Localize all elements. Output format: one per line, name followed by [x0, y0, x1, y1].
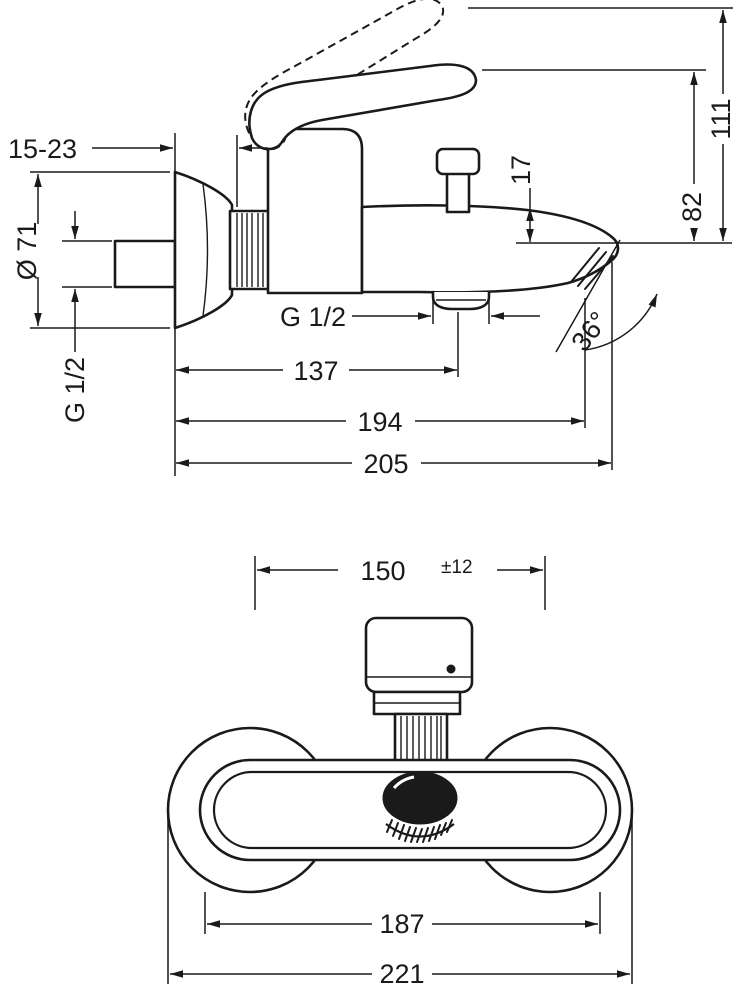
dim-label-outlet-height: 82 — [677, 192, 707, 222]
dim-outlet-height: 82 — [482, 69, 707, 241]
spout — [360, 204, 620, 294]
cartridge-neck — [393, 712, 449, 764]
dim-connection-centres: 150 ±12 — [254, 556, 546, 610]
dim-label-total-reach: 205 — [363, 449, 408, 479]
dim-outlet-reach: 137 — [176, 312, 459, 386]
dim-inlet-thread: G 1/2 — [60, 211, 112, 423]
threaded-nipple — [228, 209, 272, 291]
handle-dot — [446, 664, 456, 674]
dim-label-spout-reach: 194 — [357, 407, 402, 437]
dim-label-wall-distance: 15-23 — [8, 134, 77, 164]
handle-block — [364, 616, 474, 694]
escutcheon — [173, 170, 234, 330]
dim-label-connection-tolerance: ±12 — [441, 557, 473, 578]
dim-spout-reach: 194 — [176, 298, 586, 437]
dim-label-connection-centres: 150 — [360, 556, 405, 586]
diverter-stem — [445, 170, 471, 214]
dim-label-outlet-drop: 17 — [506, 155, 536, 185]
diverter-knob — [435, 147, 481, 176]
escutcheon-profile-line — [202, 183, 209, 317]
dim-label-fixing-centres: 187 — [379, 909, 424, 939]
body-inner — [212, 770, 608, 850]
dim-escutcheon-diameter: Ø 71 — [12, 171, 170, 329]
side-view: 15-23 Ø 71 G 1/2 G 1/2 — [8, 0, 735, 479]
supply-pipe — [113, 239, 177, 289]
dim-label-escutcheon-diameter: Ø 71 — [12, 222, 42, 281]
thread-lines — [236, 213, 264, 287]
dim-wall-distance: 15-23 — [8, 134, 268, 207]
dim-label-outlet-reach: 137 — [293, 356, 338, 386]
neck-knurl-lines — [400, 716, 442, 760]
front-view: 150 ±12 187 221 — [166, 556, 634, 989]
handle — [248, 63, 478, 151]
dim-outlet-thread: G 1/2 — [280, 299, 540, 332]
outlet-hatch — [386, 819, 453, 843]
dim-total-reach: 205 — [176, 262, 613, 479]
dim-label-outlet-thread: G 1/2 — [280, 302, 346, 332]
faucet-body — [266, 127, 364, 295]
spout-outlet — [382, 771, 458, 825]
dim-fixing-centres: 187 — [204, 892, 601, 939]
dim-total-width: 221 — [167, 815, 633, 989]
dim-label-total-height: 111 — [706, 98, 735, 139]
dim-outlet-drop: 17 — [506, 155, 732, 244]
outlet-highlight — [392, 775, 415, 790]
dim-label-spout-angle: 36° — [566, 306, 615, 357]
dim-label-total-width: 221 — [379, 959, 424, 989]
dim-label-inlet-thread: G 1/2 — [60, 357, 90, 423]
dim-total-height: 111 — [468, 7, 735, 241]
